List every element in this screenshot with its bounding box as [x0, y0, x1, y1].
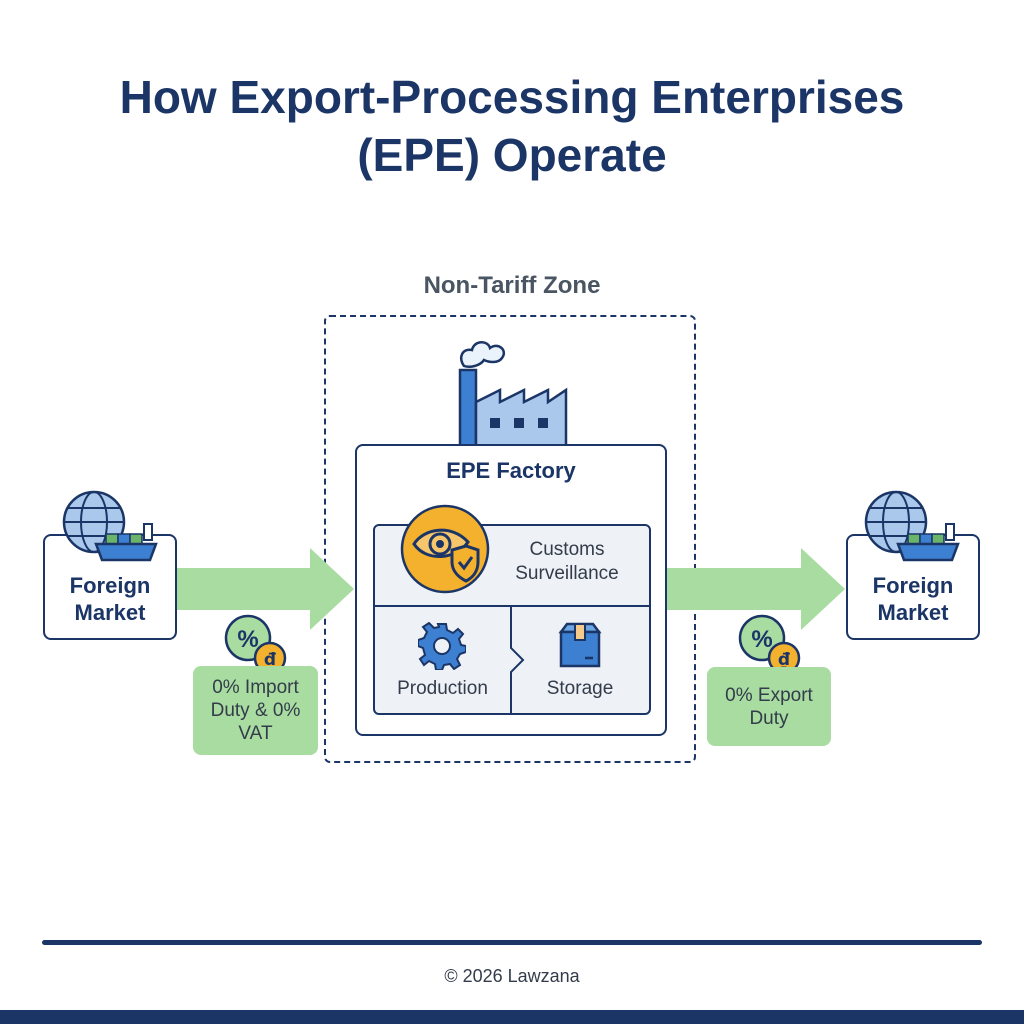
percent-dong-coin-icon: % ₫ — [738, 614, 801, 675]
gear-icon — [418, 622, 466, 670]
zone-label: Non-Tariff Zone — [423, 272, 601, 299]
outbound-arrow — [667, 548, 845, 630]
export-duty-line-1: 0% Export — [725, 684, 813, 706]
bottom-bar — [0, 1010, 1024, 1024]
right-market-line-1: Foreign — [872, 573, 954, 598]
inbound-arrow — [176, 548, 354, 630]
customs-line-2: Surveillance — [515, 563, 619, 584]
factory-icon — [458, 341, 568, 446]
title-line-1: How Export-Processing Enterprises — [119, 71, 905, 123]
import-duty-line-3: VAT — [238, 723, 273, 744]
customs-line-1: Customs — [529, 539, 605, 560]
percent-dong-coin-icon: % ₫ — [224, 614, 287, 675]
eye-shield-icon — [400, 504, 490, 594]
svg-text:₫: ₫ — [264, 650, 276, 670]
globe-ship-icon — [62, 490, 158, 562]
globe-ship-icon — [864, 490, 960, 562]
right-market-label: Foreign Market — [846, 572, 980, 626]
export-duty-badge: 0% Export Duty — [707, 667, 831, 746]
title-line-2: (EPE) Operate — [357, 129, 667, 181]
customs-surveillance-label: Customs Surveillance — [497, 538, 637, 586]
box-icon — [558, 622, 602, 668]
import-duty-badge: 0% Import Duty & 0% VAT — [193, 666, 318, 755]
left-market-line-1: Foreign — [69, 573, 151, 598]
import-duty-line-2: Duty & 0% — [210, 700, 301, 721]
non-tariff-zone-boundary — [324, 315, 696, 763]
right-market-line-2: Market — [877, 600, 949, 625]
left-market-line-2: Market — [74, 600, 146, 625]
svg-text:%: % — [751, 626, 772, 653]
footer-divider — [42, 940, 982, 945]
storage-label: Storage — [546, 678, 614, 699]
export-duty-line-2: Duty — [749, 707, 789, 729]
left-market-label: Foreign Market — [43, 572, 177, 626]
epe-factory-title: EPE Factory — [446, 458, 576, 483]
svg-text:₫: ₫ — [778, 650, 790, 670]
svg-text:%: % — [237, 626, 258, 653]
panel-divider-chevron — [510, 606, 525, 715]
import-duty-line-1: 0% Import — [212, 677, 299, 698]
footer-copyright: © 2026 Lawzana — [444, 966, 580, 986]
page-title: How Export-Processing Enterprises (EPE) … — [0, 68, 1024, 184]
production-label: Production — [397, 678, 488, 699]
